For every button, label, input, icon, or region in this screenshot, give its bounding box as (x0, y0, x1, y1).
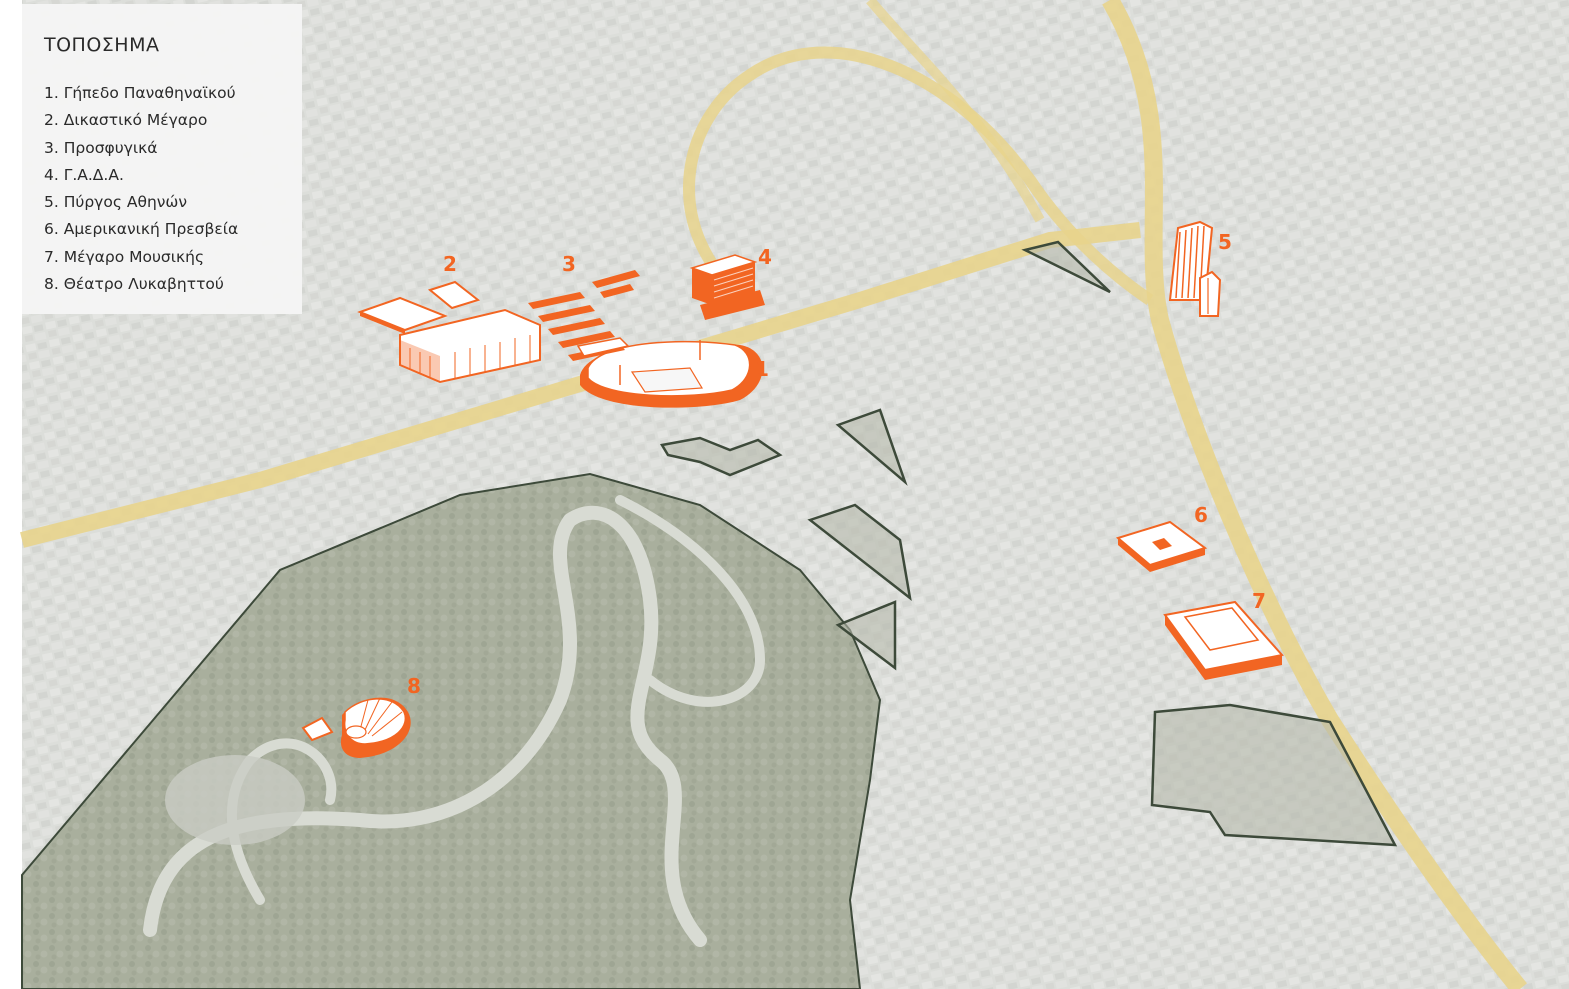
legend-item: 5. Πύργος Αθηνών (44, 193, 188, 212)
marker-5: 5 (1218, 230, 1232, 254)
legend-item: 2. Δικαστικό Μέγαρο (44, 111, 208, 130)
building-5-athens-tower[interactable] (1168, 220, 1222, 317)
legend-item: 3. Προσφυγικά (44, 138, 158, 157)
building-7-megaron[interactable] (1163, 600, 1284, 680)
building-4-gada[interactable] (689, 254, 765, 320)
legend-item: 6. Αμερικανική Πρεσβεία (44, 220, 239, 239)
ring-road (683, 46, 1154, 305)
legend-item: 4. Γ.Α.Δ.Α. (44, 165, 124, 184)
legend-list: 1. Γήπεδο Παναθηναϊκού 2. Δικαστικό Μέγα… (44, 80, 302, 298)
building-3-prosfygika[interactable] (528, 270, 640, 361)
hill-clearing (165, 755, 305, 845)
hill-footpath (143, 505, 707, 947)
legend-item: 8. Θέατρο Λυκαβηττού (44, 275, 224, 294)
building-2-courts[interactable] (357, 280, 541, 384)
marker-6: 6 (1194, 503, 1208, 527)
legend-item: 1. Γήπεδο Παναθηναϊκού (44, 84, 236, 102)
building-8-theatre[interactable] (301, 697, 411, 758)
legend-item: 7. Μέγαρο Μουσικής (44, 247, 205, 266)
legend-panel: ΤΟΠΟΣΗΜΑ 1. Γήπεδο Παναθηναϊκού 2. Δικασ… (22, 4, 302, 314)
main-road (1102, 0, 1527, 989)
hill-footpath (615, 495, 766, 707)
building-1-stadium[interactable] (580, 340, 763, 408)
green-parcels (660, 240, 1398, 847)
marker-3: 3 (562, 252, 576, 276)
marker-1: 1 (755, 357, 769, 381)
ring-road (866, 0, 1045, 223)
legend-title: ΤΟΠΟΣΗΜΑ (44, 34, 160, 56)
marker-2: 2 (443, 252, 457, 276)
marker-7: 7 (1252, 589, 1266, 613)
building-6-us-embassy[interactable] (1115, 520, 1208, 572)
marker-4: 4 (758, 245, 772, 269)
marker-8: 8 (407, 674, 421, 698)
